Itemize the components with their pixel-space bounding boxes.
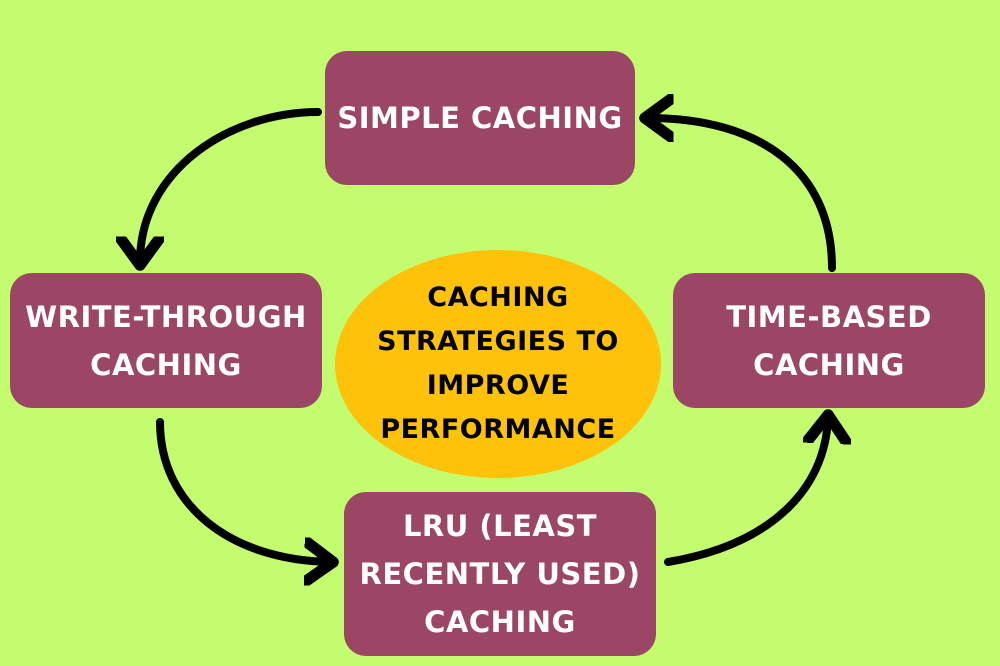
node-time-based-caching-label: TIME-BASED CACHING — [726, 299, 932, 382]
node-lru-caching-label: LRU (LEAST RECENTLY USED) CACHING — [359, 509, 641, 639]
arrow-simple-to-write-through — [140, 108, 322, 262]
center-topic: CACHING STRATEGIES TO IMPROVE PERFORMANC… — [335, 250, 661, 478]
arrow-lru-to-time-based — [664, 418, 828, 566]
arrow-time-based-to-simple — [648, 118, 836, 272]
node-write-through-caching: WRITE-THROUGH CACHING — [10, 273, 322, 408]
center-topic-label: CACHING STRATEGIES TO IMPROVE PERFORMANC… — [377, 282, 619, 445]
arrow-write-through-to-lru — [156, 418, 330, 562]
node-lru-caching: LRU (LEAST RECENTLY USED) CACHING — [344, 492, 656, 656]
node-time-based-caching: TIME-BASED CACHING — [673, 273, 985, 408]
node-simple-caching: SIMPLE CACHING — [325, 51, 635, 185]
node-write-through-caching-label: WRITE-THROUGH CACHING — [25, 299, 307, 382]
node-simple-caching-label: SIMPLE CACHING — [337, 101, 623, 135]
